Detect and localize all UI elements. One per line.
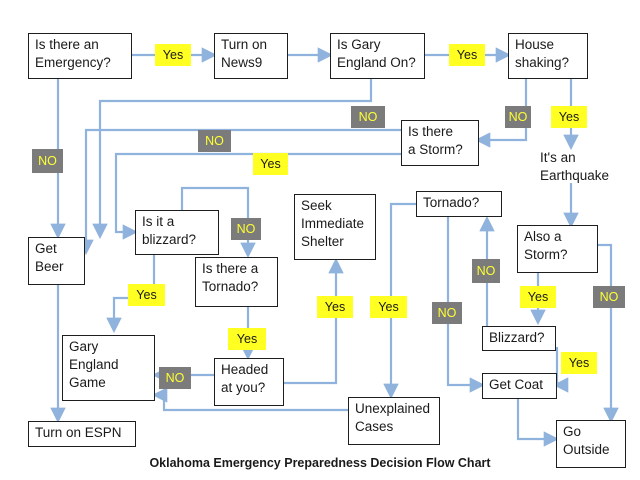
arrow-unexplained-to-gary-game xyxy=(151,387,348,412)
arrow-storm-no-to-beer xyxy=(78,128,401,256)
label-yes-headed-seek: Yes xyxy=(317,296,353,318)
node-beer: Get Beer xyxy=(28,237,85,285)
node-news9: Turn on News9 xyxy=(214,33,288,79)
node-earthquake: It's an Earthquake xyxy=(540,150,610,184)
node-unexplained: Unexplained Cases xyxy=(348,397,440,445)
label-yes-storm: Yes xyxy=(253,153,288,175)
node-emergency: Is there an Emergency? xyxy=(28,33,132,79)
arrow-gary-no-to-beer xyxy=(92,78,373,240)
label-yes-gary-house: Yes xyxy=(449,44,485,66)
label-yes-blizzard: Yes xyxy=(561,352,597,374)
label-no-also-storm: NO xyxy=(593,286,625,308)
label-yes-tornado-q: Yes xyxy=(228,328,266,350)
arrow-tornado-no-to-coat xyxy=(446,216,486,393)
node-gary-on: Is Gary England On? xyxy=(330,33,425,79)
node-also-storm: Also a Storm? xyxy=(517,225,598,273)
node-seek: Seek Immediate Shelter xyxy=(294,194,376,260)
node-outside: Go Outside xyxy=(556,420,626,468)
label-yes-house: Yes xyxy=(551,106,587,128)
node-coat: Get Coat xyxy=(482,373,557,399)
label-no-storm: NO xyxy=(198,130,231,152)
arrow-coat-to-outside xyxy=(516,398,560,447)
node-blizzard: Blizzard? xyxy=(482,326,556,351)
node-house: House shaking? xyxy=(508,33,588,79)
arrow-house-no-to-storm xyxy=(474,78,528,148)
node-blizzard-q: Is it a blizzard? xyxy=(135,210,219,255)
label-no-house: NO xyxy=(505,106,531,128)
label-yes-also-storm: Yes xyxy=(520,286,556,308)
node-gary-game: Gary England Game xyxy=(62,335,155,401)
node-espn: Turn on ESPN xyxy=(28,421,136,447)
node-tornado-q: Is there a Tornado? xyxy=(195,257,278,307)
label-no-tornado: NO xyxy=(432,302,462,324)
label-no-emergency: NO xyxy=(32,149,63,173)
arrow-headed-yes-to-seek xyxy=(284,257,344,385)
label-no-blizzard: NO xyxy=(472,259,500,283)
node-storm: Is there a Storm? xyxy=(401,120,479,166)
node-headed: Headed at you? xyxy=(214,358,284,406)
node-tornado: Tornado? xyxy=(416,191,502,217)
label-yes-blizzard-q: Yes xyxy=(128,284,165,306)
chart-title: Oklahoma Emergency Preparedness Decision… xyxy=(149,456,491,470)
label-no-blizzard-q: NO xyxy=(231,218,261,240)
arrow-also-storm-no-to-outside xyxy=(598,243,619,424)
arrow-tornado-to-unexplained xyxy=(383,202,416,400)
label-yes-tornado-unexplained: Yes xyxy=(370,296,407,318)
label-no-gary: NO xyxy=(351,106,385,128)
label-no-headed: NO xyxy=(159,367,191,389)
label-yes-emergency-news9: Yes xyxy=(155,44,191,66)
